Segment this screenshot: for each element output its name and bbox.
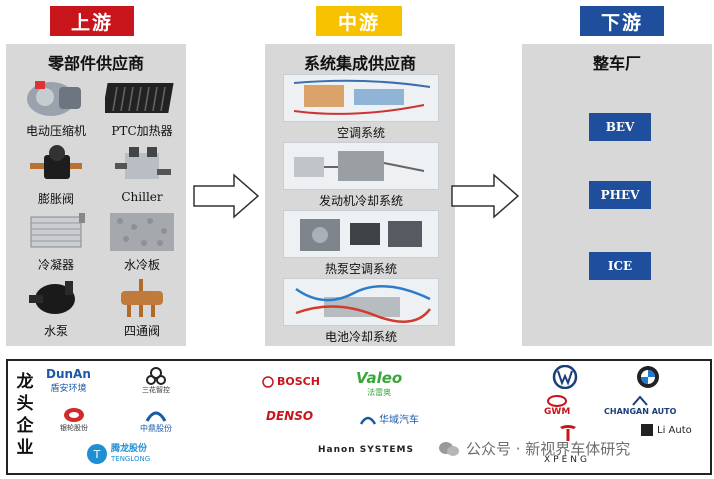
downstream-column: 整车厂 BEV PHEV ICE	[522, 44, 712, 346]
part-label: 电动压缩机	[25, 124, 86, 138]
yinlun-logo: 银轮股份	[60, 407, 88, 433]
midstream-column: 系统集成供应商 空调系统 发动机冷却系统 热泵空调系统 电池冷却系统	[265, 44, 455, 346]
li-auto-logo: Li Auto	[640, 423, 692, 437]
part-four-way-valve: 四通阀	[100, 274, 184, 339]
part-expansion-valve: 膨胀阀	[14, 142, 98, 207]
water-pump-image	[14, 274, 98, 320]
leading-companies-panel: 龙头企业 DunAn 盾安环境 三花智控 银轮股份 中鼎股份 T 腾龙股份 TE…	[6, 359, 712, 475]
part-label: 水泵	[43, 324, 68, 338]
gwm-logo: GWM	[544, 395, 570, 417]
four-way-valve-image	[100, 274, 184, 320]
sanhua-logo: 三花智控	[142, 367, 170, 395]
downstream-tag: 下游	[580, 6, 664, 36]
part-label: PTC加热器	[111, 124, 173, 138]
system-battery-cooling: 电池冷却系统	[283, 278, 439, 345]
xpeng-logo: XPENG	[544, 455, 590, 465]
compressor-image	[14, 74, 98, 120]
battery-cooling-image	[283, 278, 439, 326]
bosch-logo: BOSCH	[262, 375, 320, 388]
ptc-heater-image	[100, 74, 184, 120]
part-label: 水冷板	[123, 258, 160, 272]
vehicle-ice: ICE	[589, 252, 651, 280]
system-label: 空调系统	[336, 126, 385, 140]
zhongding-logo: 中鼎股份	[140, 409, 172, 434]
part-chiller: Chiller	[100, 142, 184, 204]
system-heat-pump: 热泵空调系统	[283, 210, 439, 277]
denso-logo: DENSO	[266, 409, 314, 423]
system-label: 热泵空调系统	[324, 262, 397, 276]
downstream-title: 整车厂	[592, 54, 641, 73]
wechat-watermark: 公众号 · 新视界车体研究	[438, 438, 630, 459]
vehicle-phev: PHEV	[589, 181, 651, 209]
expansion-valve-image	[14, 142, 98, 188]
part-cold-plate: 水冷板	[100, 208, 184, 273]
tesla-logo	[558, 423, 578, 443]
upstream-title: 零部件供应商	[47, 54, 144, 73]
system-engine-cooling: 发动机冷却系统	[283, 142, 439, 209]
hanon-logo: Hanon SYSTEMS	[318, 445, 414, 455]
part-water-pump: 水泵	[14, 274, 98, 339]
tenglong-logo: T 腾龙股份 TENGLONG	[86, 443, 150, 465]
chiller-image	[100, 142, 184, 188]
part-label: Chiller	[121, 190, 163, 204]
valeo-logo: Valeo 法雷奥	[356, 369, 403, 397]
leaders-label: 龙头企业	[16, 372, 34, 458]
volkswagen-logo	[550, 365, 580, 389]
changan-logo: CHANGAN AUTO	[604, 395, 676, 416]
upstream-tag: 上游	[50, 6, 134, 36]
system-label: 电池冷却系统	[324, 330, 397, 344]
bmw-logo	[636, 365, 660, 389]
heat-pump-image	[283, 210, 439, 258]
arrow-right-icon	[193, 173, 260, 219]
system-ac: 空调系统	[283, 74, 439, 141]
wechat-icon	[439, 441, 459, 456]
part-label: 四通阀	[123, 324, 160, 338]
ac-system-image	[283, 74, 439, 122]
upstream-column: 零部件供应商 电动压缩机 PTC加热器 膨胀阀 Chiller 冷凝器 水冷板	[6, 44, 186, 346]
part-label: 膨胀阀	[37, 192, 74, 206]
condenser-image	[14, 208, 98, 254]
arrow-right-icon	[451, 173, 520, 219]
dunan-logo: DunAn 盾安环境	[46, 367, 91, 394]
cold-plate-image	[100, 208, 184, 254]
part-condenser: 冷凝器	[14, 208, 98, 273]
part-label: 冷凝器	[37, 258, 74, 272]
part-ptc-heater: PTC加热器	[100, 74, 184, 139]
midstream-tag: 中游	[316, 6, 402, 36]
system-label: 发动机冷却系统	[318, 194, 403, 208]
vehicle-bev: BEV	[589, 113, 651, 141]
engine-cooling-image	[283, 142, 439, 190]
huayu-logo: 华域汽车	[360, 411, 419, 426]
midstream-title: 系统集成供应商	[303, 54, 416, 73]
svg-text:T: T	[93, 448, 101, 461]
part-compressor: 电动压缩机	[14, 74, 98, 139]
